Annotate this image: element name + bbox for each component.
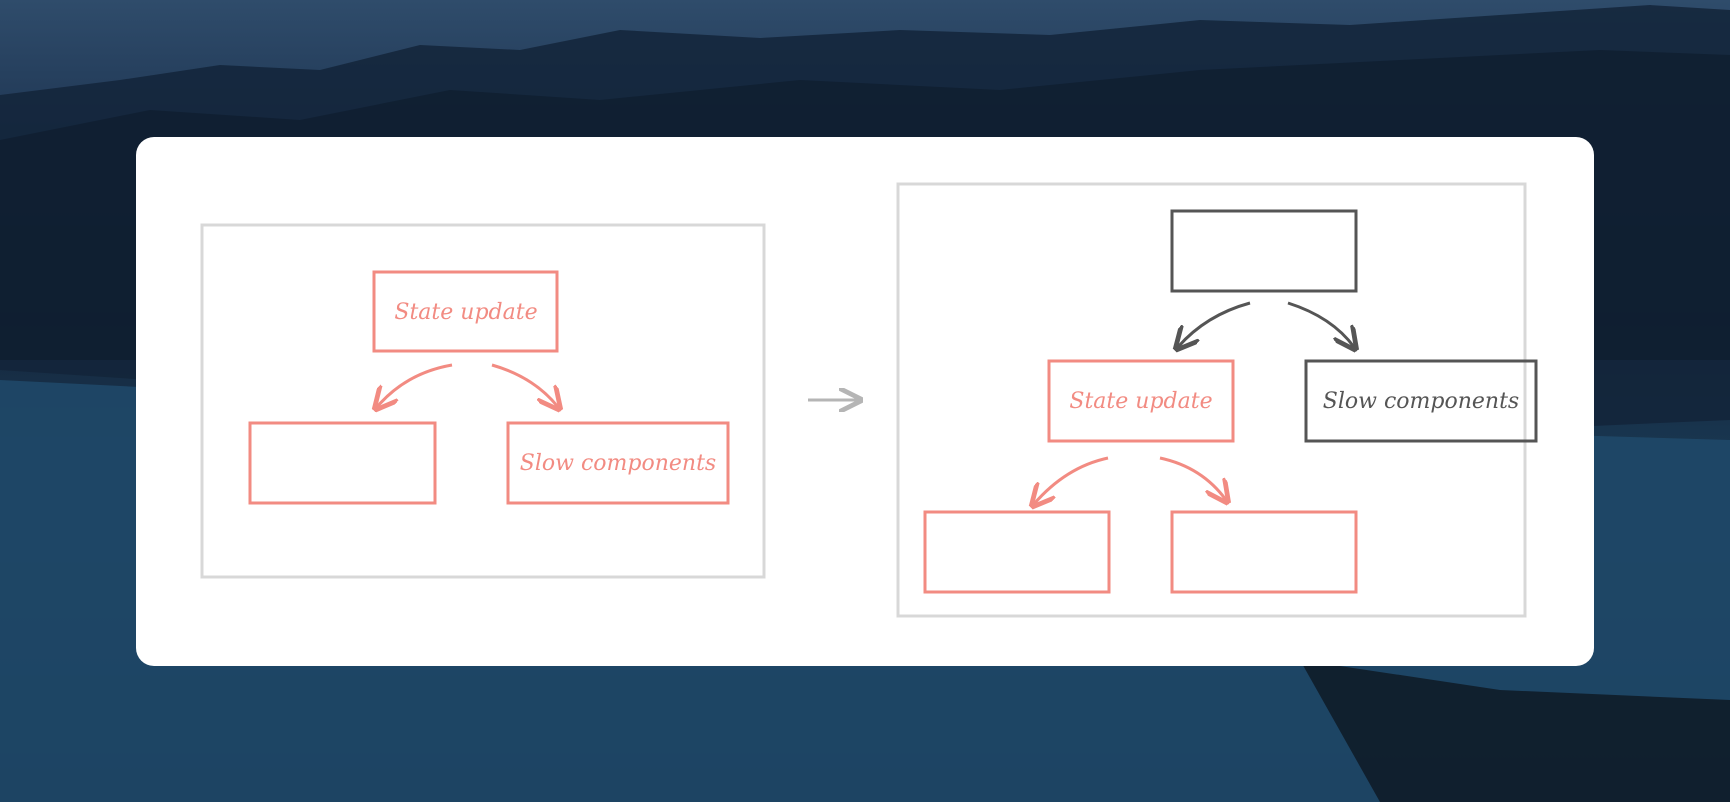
after-arrow-right [1159,456,1226,500]
after-child-box-left [923,510,1111,594]
before-slow-components-label: Slow components [520,451,716,476]
after-child-box-right [1170,510,1358,594]
before-empty-child-box [248,421,437,505]
before-slow-components-box [506,421,730,505]
after-frame [896,182,1527,618]
render-tree-diagram: State update Slow components State updat… [200,182,1538,618]
before-state-update-box [372,270,559,353]
before-panel: State update Slow components [200,223,766,579]
before-frame [200,223,766,579]
after-slow-components-label: Slow components [1323,389,1519,414]
diagram-card: State update Slow components State updat… [136,137,1594,666]
before-state-update-label: State update [394,300,537,325]
after-arrow-left [1034,456,1109,504]
after-arrow-to-state-update [1178,301,1251,347]
before-arrow-right [491,363,558,407]
after-arrow-to-slow-components [1287,301,1354,347]
after-slow-components-box [1304,359,1538,443]
after-state-update-label: State update [1069,389,1212,414]
after-parent-box [1170,209,1358,293]
before-arrow-left [377,363,453,407]
after-state-update-box [1047,359,1235,443]
after-panel: State update Slow components [896,182,1538,618]
